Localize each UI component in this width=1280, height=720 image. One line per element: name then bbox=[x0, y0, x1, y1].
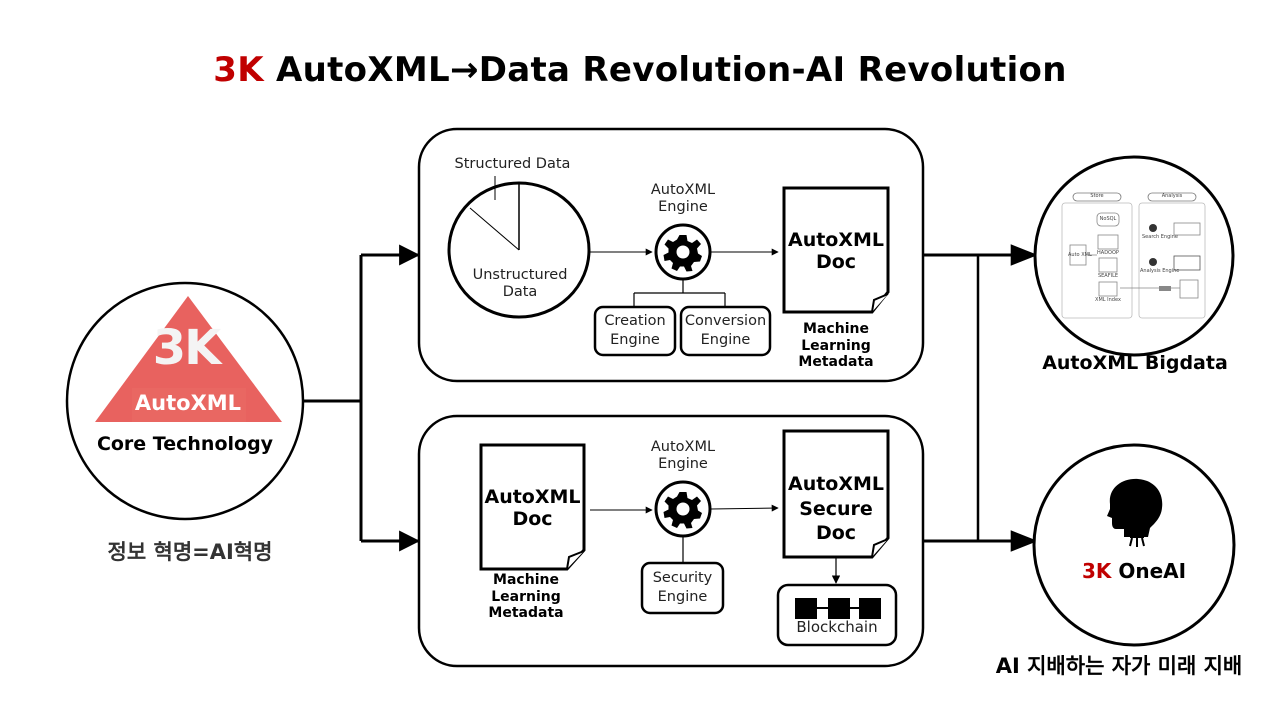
oneai-circle[interactable] bbox=[1032, 443, 1236, 647]
title-text: AutoXML→Data Revolution-AI Revolution bbox=[263, 50, 1067, 90]
label-line: Creation bbox=[604, 313, 666, 330]
conversion-engine-box[interactable] bbox=[679, 305, 772, 357]
logo-3k: 3K bbox=[152, 320, 222, 376]
label-line: Data bbox=[502, 284, 538, 301]
label-line: Doc bbox=[815, 522, 857, 545]
bigdata-circle[interactable] bbox=[1033, 155, 1235, 357]
label-line: Engine bbox=[657, 589, 708, 605]
oneai-text: OneAI bbox=[1111, 559, 1187, 583]
oneai-korean-caption: AI 지배하는 자가 미래 지배 bbox=[995, 654, 1243, 678]
core-korean-caption: 정보 혁명=AI혁명 bbox=[107, 540, 273, 564]
blockchain-icon bbox=[795, 598, 881, 619]
creation-engine-box[interactable] bbox=[593, 305, 677, 357]
core-technology-label: Core Technology bbox=[96, 433, 274, 455]
page-title: 3K AutoXML→Data Revolution-AI Revolution bbox=[0, 50, 1280, 90]
structured-data-label: Structured Data bbox=[454, 156, 571, 172]
label-line: Engine bbox=[658, 199, 708, 216]
left-connectors bbox=[303, 244, 421, 552]
label-line: Engine bbox=[658, 456, 708, 473]
label-line: AutoXML bbox=[787, 229, 885, 251]
top-doc-title: AutoXML Doc bbox=[784, 229, 888, 274]
label-line: Doc bbox=[815, 251, 857, 274]
thumb-analysis-label: Analysis bbox=[1161, 193, 1183, 199]
bigdata-thumbnail bbox=[1061, 192, 1206, 319]
thumb-item: Search Engine bbox=[1142, 234, 1178, 240]
label-line: Learning bbox=[491, 588, 561, 605]
label-line: Secure bbox=[799, 497, 873, 520]
bigdata-caption: AutoXML Bigdata bbox=[1042, 352, 1228, 374]
top-engine-label: AutoXML Engine bbox=[633, 182, 733, 216]
label-line: Engine bbox=[700, 332, 751, 348]
bottom-engine-label: AutoXML Engine bbox=[633, 439, 733, 473]
triangle-band bbox=[132, 388, 246, 422]
oneai-label: 3K OneAI bbox=[1044, 559, 1224, 584]
bottom-input-doc-title: AutoXML Doc bbox=[481, 486, 584, 531]
gear-icon bbox=[663, 235, 702, 272]
thumb-item: HADOOP bbox=[1097, 250, 1119, 256]
secure-doc-title: AutoXML Secure Doc bbox=[784, 472, 888, 546]
ai-head-icon bbox=[1107, 478, 1163, 547]
security-engine-box[interactable] bbox=[640, 561, 725, 615]
title-accent: 3K bbox=[213, 50, 264, 90]
engine-tree bbox=[633, 279, 726, 307]
label-line: Machine bbox=[803, 321, 869, 337]
top-doc-caption: Machine Learning Metadata bbox=[786, 321, 886, 371]
label-line: Metadata bbox=[488, 605, 564, 622]
label-line: Security bbox=[652, 570, 713, 587]
thumb-item: Auto XML bbox=[1068, 252, 1092, 258]
thumb-store-label: Store bbox=[1090, 193, 1104, 199]
label-line: Learning bbox=[801, 337, 871, 354]
label-line: AutoXML bbox=[787, 473, 885, 495]
oneai-accent: 3K bbox=[1081, 559, 1112, 583]
label-line: AutoXML bbox=[650, 439, 716, 455]
label-line: Engine bbox=[610, 332, 660, 348]
right-connectors bbox=[923, 244, 1038, 552]
thumb-item: XML Index bbox=[1095, 297, 1121, 303]
label-line: Unstructured bbox=[472, 267, 568, 283]
logo-autoxml: AutoXML bbox=[134, 391, 242, 415]
label-line: Doc bbox=[512, 508, 553, 531]
label-line: Metadata bbox=[798, 354, 874, 371]
label-line: AutoXML bbox=[484, 486, 581, 508]
label-line: Machine bbox=[493, 572, 559, 588]
blockchain-label: Blockchain bbox=[796, 618, 878, 636]
label-line: AutoXML bbox=[650, 182, 716, 198]
thumb-item: NoSQL bbox=[1099, 216, 1117, 222]
unstructured-data-label: Unstructured Data bbox=[460, 267, 580, 301]
bottom-input-doc-caption: Machine Learning Metadata bbox=[476, 572, 576, 622]
label-line: Conversion bbox=[684, 313, 767, 330]
thumb-item: SEAFILE bbox=[1097, 273, 1119, 279]
thumb-item: Analysis Engine bbox=[1140, 268, 1180, 274]
